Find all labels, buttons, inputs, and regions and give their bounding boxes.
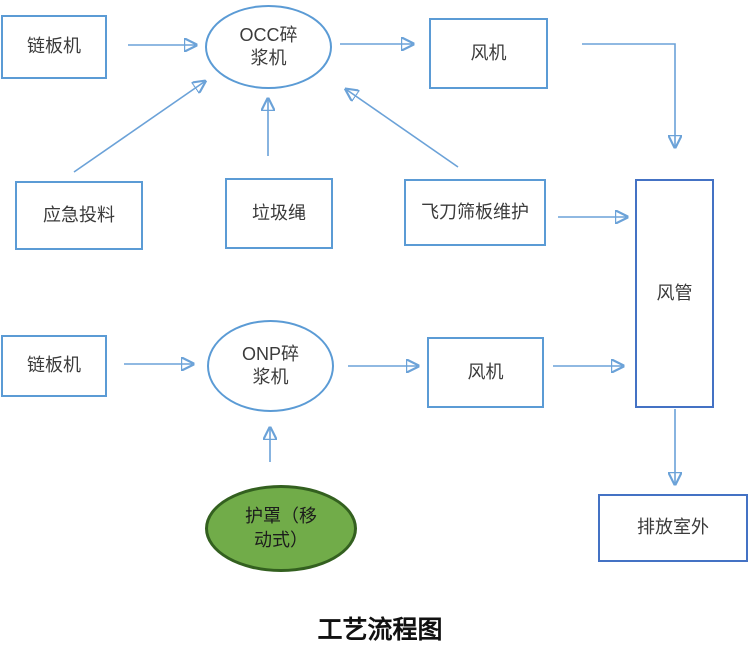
node-label: 链板机 <box>27 36 81 57</box>
node-onp-pulper: ONP碎 浆机 <box>207 320 334 412</box>
node-label: 排放室外 <box>637 517 709 538</box>
node-label: 垃圾绳 <box>252 202 306 223</box>
node-label-line2: 浆机 <box>252 367 289 387</box>
node-label: 应急投料 <box>43 204 115 225</box>
arrow-knife-to-occ <box>347 90 459 168</box>
node-label: 飞刀筛板维护 <box>421 201 529 222</box>
node-label: 风机 <box>470 42 507 63</box>
node-label-line1: ONP碎 <box>241 343 299 364</box>
node-label-line1: OCC碎 <box>239 24 298 45</box>
node-air-duct: 风管 <box>635 179 714 408</box>
node-label-line2: 浆机 <box>250 48 287 68</box>
node-discharge-outdoor: 排放室外 <box>598 494 748 562</box>
node-label: 链板机 <box>27 355 81 376</box>
node-chain-plate-machine-1: 链板机 <box>1 15 107 79</box>
node-label: 风机 <box>467 361 504 382</box>
node-emergency-feeding: 应急投料 <box>15 181 143 250</box>
node-label-line2: 动式） <box>254 529 308 550</box>
node-knife-screen-maintenance: 飞刀筛板维护 <box>404 179 546 246</box>
node-fan-2: 风机 <box>427 337 544 408</box>
node-occ-pulper: OCC碎 浆机 <box>205 5 332 89</box>
node-label-line1: 护罩（移 <box>245 506 317 527</box>
node-chain-plate-machine-2: 链板机 <box>1 335 107 397</box>
diagram-title: 工艺流程图 <box>317 617 443 644</box>
node-label: 风管 <box>656 282 693 303</box>
arrow-emergency-to-occ <box>73 82 204 173</box>
node-protective-hood-mobile: 护罩（移 动式） <box>205 485 357 572</box>
arrow-fan1-to-duct <box>582 43 675 146</box>
node-fan-1: 风机 <box>429 18 548 89</box>
node-garbage-rope: 垃圾绳 <box>225 178 333 249</box>
